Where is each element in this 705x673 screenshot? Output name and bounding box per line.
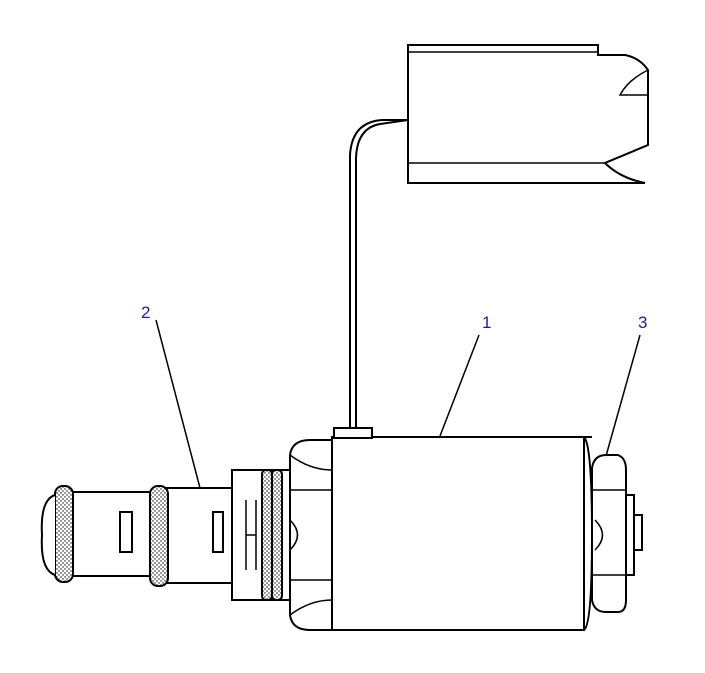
electrical-connector — [407, 44, 649, 184]
valve-cartridge — [40, 485, 233, 587]
callout-3: 3 — [638, 313, 647, 332]
leader-lines — [155, 319, 641, 489]
callout-1: 1 — [482, 313, 491, 332]
threaded-section — [231, 469, 291, 601]
connector-wire — [349, 119, 409, 430]
left-hex-nut — [289, 439, 333, 631]
callout-2: 2 — [141, 303, 150, 322]
solenoid-coil-body — [331, 427, 594, 631]
right-hex-nut — [591, 454, 643, 613]
leader-line-2 — [155, 319, 201, 489]
leader-line-3 — [605, 334, 641, 457]
leader-line-1 — [439, 334, 480, 437]
